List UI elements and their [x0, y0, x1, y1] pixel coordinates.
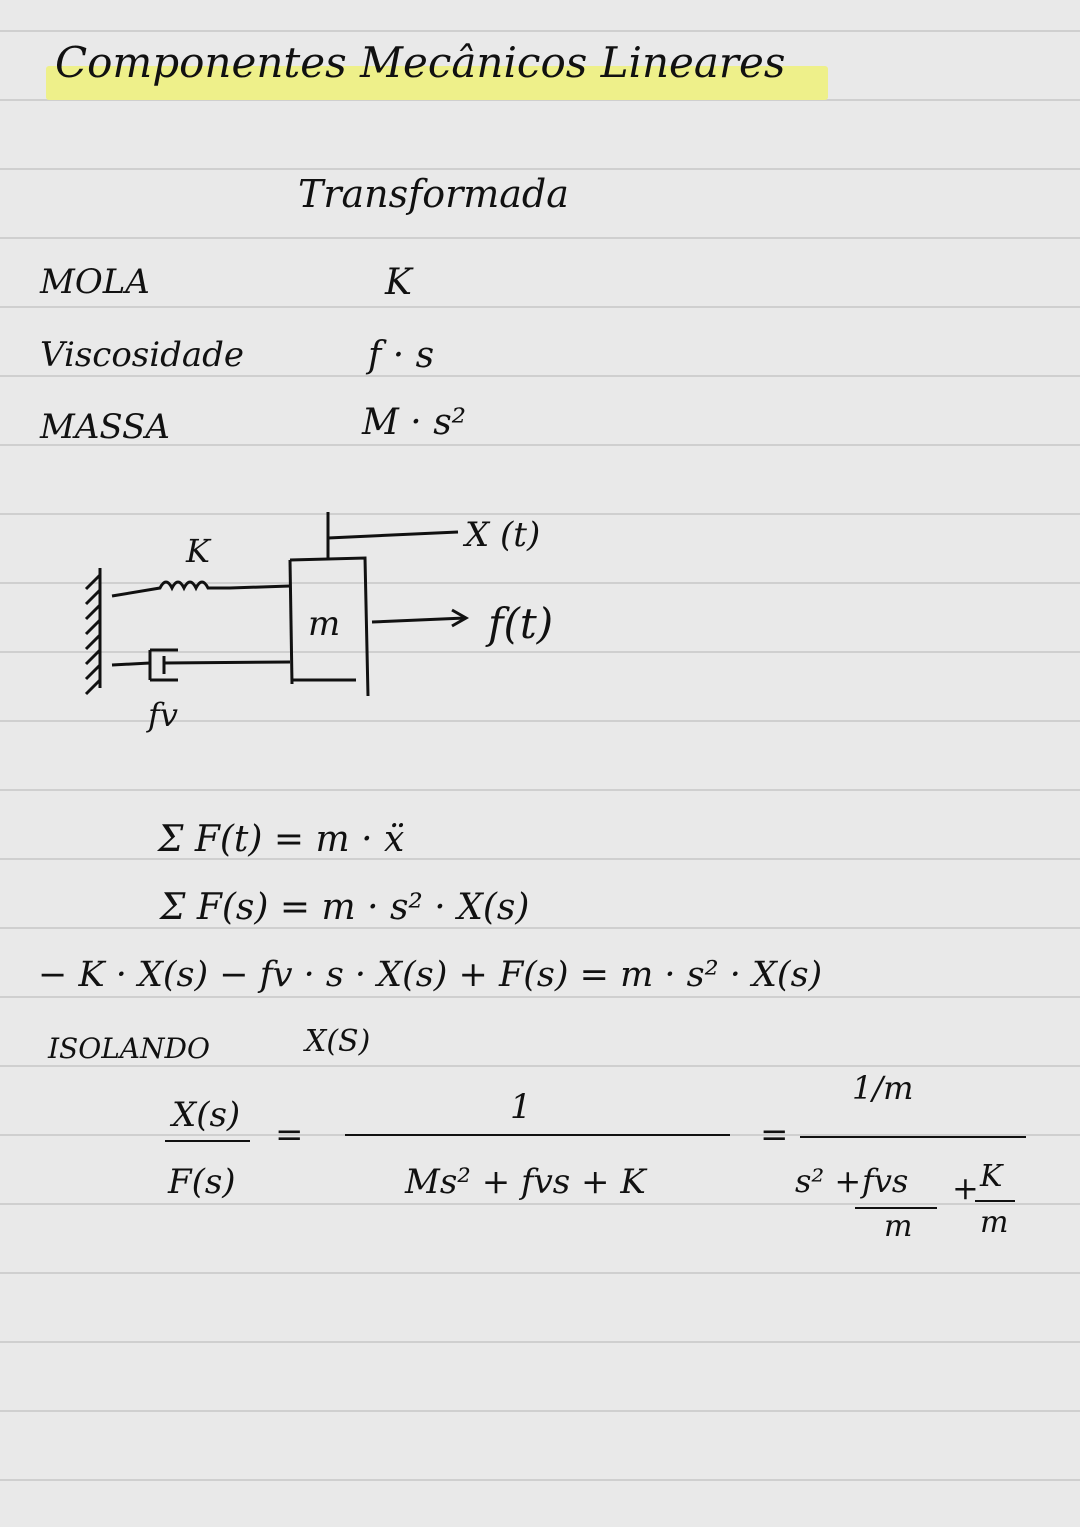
tf-fraction-line: [165, 1140, 250, 1142]
position-label: X (t): [462, 515, 540, 555]
right-den-m1: m: [884, 1209, 913, 1244]
right-den-plus: +: [952, 1169, 979, 1207]
right-numerator: 1/m: [852, 1069, 914, 1107]
tf-denominator: F(s): [168, 1162, 236, 1202]
isolating-label: ISOLANDO: [48, 1032, 210, 1065]
force-label: f(t): [485, 599, 553, 648]
right-fraction-line: [800, 1136, 1026, 1138]
spring-label: K: [185, 532, 212, 570]
right-den-k: K: [980, 1159, 1003, 1194]
row-value-massa: M · s²: [362, 402, 467, 443]
middle-fraction-line: [345, 1134, 730, 1136]
row-value-mola: K: [385, 262, 412, 303]
position-marker: [326, 512, 459, 560]
row-label-viscosidade: Viscosidade: [40, 335, 245, 375]
isolating-variable: X(S): [305, 1024, 371, 1059]
middle-numerator: 1: [510, 1087, 532, 1127]
equation-1: Σ F(t) = m · ẍ: [158, 819, 405, 860]
equation-3: − K · X(s) − fv · s · X(s) + F(s) = m · …: [38, 955, 823, 995]
row-label-massa: MASSA: [40, 407, 170, 447]
row-label-mola: MOLA: [40, 262, 150, 302]
damper: [111, 648, 291, 682]
damper-label: fv: [146, 696, 178, 734]
right-den-fvs-line: [855, 1207, 937, 1209]
mass-label: m: [308, 604, 340, 644]
right-den-fvs: fvs: [862, 1162, 909, 1200]
equals-sign-1: =: [275, 1115, 304, 1155]
title-highlight: [46, 66, 828, 100]
table-header: Transformada: [298, 172, 569, 216]
middle-denominator: Ms² + fvs + K: [405, 1162, 646, 1202]
row-value-viscosidade: f · s: [368, 335, 435, 376]
equation-2: Σ F(s) = m · s² · X(s): [160, 887, 530, 928]
tf-numerator: X(s): [172, 1095, 241, 1135]
mass-spring-damper-diagram: K fv m X (t) f(t): [84, 512, 553, 734]
mass-block: [288, 556, 370, 697]
right-den-s2: s² +: [795, 1162, 862, 1200]
equals-sign-2: =: [760, 1115, 789, 1155]
page-title: Componentes Mecânicos Lineares: [55, 38, 786, 87]
wall-hatching: [84, 568, 102, 696]
right-den-k-line: [975, 1200, 1015, 1202]
spring: [111, 580, 291, 598]
right-den-m2: m: [980, 1205, 1009, 1240]
force-arrow: [371, 608, 470, 628]
